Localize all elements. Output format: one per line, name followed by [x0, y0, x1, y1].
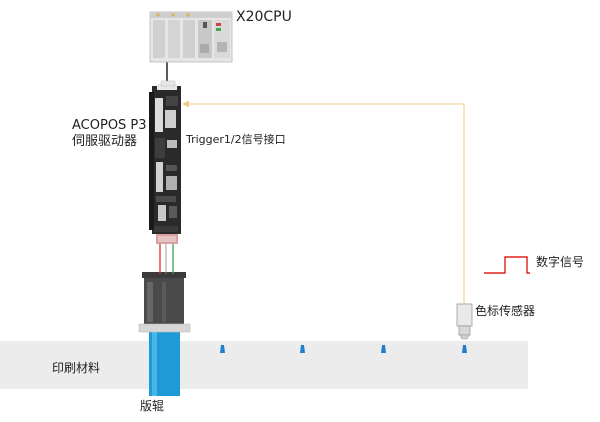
- color-sensor-label: 色标传感器: [475, 304, 536, 318]
- drive-label-model: ACOPOS P3: [72, 118, 147, 133]
- printing-material-label: 印刷材料: [52, 361, 101, 375]
- color-mark: [300, 345, 305, 353]
- color-marks: [220, 345, 467, 353]
- digital-signal-label: 数字信号: [536, 255, 585, 269]
- color-mark: [462, 345, 467, 353]
- drive-label-type: 伺服驱动器: [72, 134, 138, 150]
- color-sensor: [456, 303, 473, 340]
- servo-motor: [138, 272, 191, 333]
- trigger-interface-label: Trigger1/2信号接口: [186, 133, 286, 146]
- acopos-p3-drive: [149, 84, 181, 244]
- color-mark: [220, 345, 225, 353]
- printing-material-band: [0, 341, 528, 389]
- x20cpu-label: X20CPU: [236, 9, 292, 25]
- trigger-signal-line: [186, 103, 465, 304]
- color-mark: [381, 345, 386, 353]
- trigger-arrowhead: [182, 100, 189, 108]
- plate-roller-highlight: [152, 332, 157, 396]
- digital-signal-waveform: [484, 256, 530, 274]
- drive-label: ACOPOS P3 伺服驱动器: [72, 118, 147, 151]
- plate-roller-label: 版辊: [140, 399, 165, 413]
- x20cpu-module: [149, 11, 233, 63]
